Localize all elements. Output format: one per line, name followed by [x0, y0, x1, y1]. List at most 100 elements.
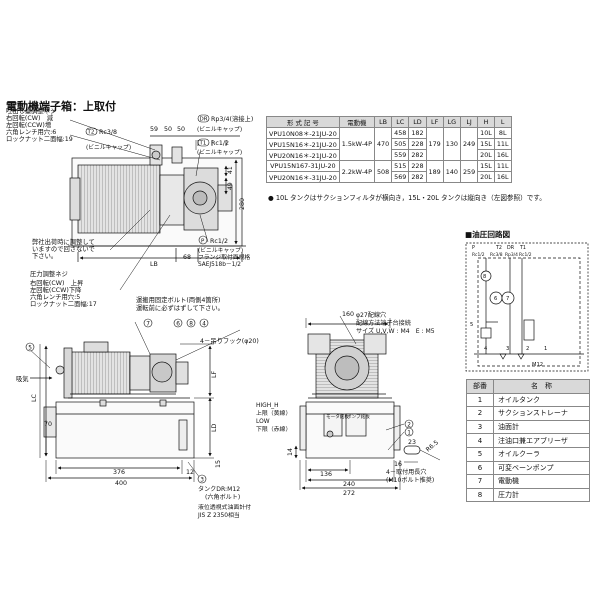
port-dr-label: DR Rp3/4(溶接上) (ビニルキャップ): [197, 114, 253, 133]
svg-text:6: 6: [176, 321, 180, 327]
svg-text:DR: DR: [200, 117, 208, 123]
pressure-screw-line3: 左回転(CCW)下降: [30, 285, 82, 294]
svg-text:Rp3/4: Rp3/4: [505, 252, 518, 258]
svg-text:(ビニルキャップ): (ビニルキャップ): [197, 148, 242, 156]
mount-line2: (M10ボルト推奨): [386, 476, 434, 484]
part-number: 5: [466, 446, 494, 462]
circuit-labels: P T2 DR T1 Rc1/2 Rc3/8 Rp3/4 Rc1/2 M12 8…: [470, 245, 547, 368]
lb-cell: 470: [373, 127, 393, 161]
lc-cell: 458: [391, 127, 410, 139]
svg-text:Rc1/2: Rc1/2: [211, 140, 229, 147]
ld-cell: 228: [408, 138, 427, 150]
svg-text:T1: T1: [519, 245, 526, 251]
l-cell: 16L: [493, 149, 512, 161]
motor-cell: 1.5kW-4P: [338, 127, 375, 161]
svg-text:Rc1/2: Rc1/2: [472, 252, 485, 258]
spec-header-row: 形 式 記 号 電動機 LB LC LD LF LG LJ H L: [266, 116, 512, 128]
pressure-screw-line4: 六角レンチ用穴:5: [30, 292, 80, 301]
hydraulic-circuit-title: ■油圧回路図: [465, 230, 511, 239]
model-cell: VPU10N08＊-21JU-20: [266, 127, 340, 139]
svg-text:4: 4: [202, 321, 206, 327]
table-row: VPU10N08＊-21JU-20 1.5kW-4P 470 458 182 1…: [266, 127, 512, 161]
lift-note-line1: 運搬用固定ボルト(両側4箇所): [136, 295, 220, 304]
svg-text:フランジ取付面規格: フランジ取付面規格: [198, 253, 250, 261]
model-cell: VPU15N167-31JU-20: [266, 160, 340, 172]
svg-text:P: P: [201, 238, 205, 244]
dim-15: 15: [215, 460, 222, 468]
spec-header: LJ: [459, 116, 479, 128]
svg-text:(ビニルキャップ): (ビニルキャップ): [197, 125, 242, 133]
pressure-screw-line5: ロックナット二面幅:17: [30, 299, 97, 308]
pressure-adj-line3: 左回転(CCW)増: [6, 120, 51, 129]
model-cell: VPU20N16＊-31JU-20: [266, 171, 340, 183]
h-cell: 15L: [477, 138, 495, 150]
svg-text:3: 3: [200, 477, 204, 483]
tank-note: ● 10L タンクはサクションフィルタが横向き，15L・20L タンクは縦向き（…: [268, 194, 546, 202]
svg-text:DR: DR: [507, 245, 515, 251]
conduit-line2: 配線方法端子台接続: [356, 319, 411, 327]
l-cell: 11L: [493, 138, 512, 150]
dim-41: 41: [227, 166, 234, 174]
port-p-label: P Rc1/2 (ビニルキャップ) フランジ取付面規格 SAEJ518b－1/2: [198, 235, 250, 268]
spec-header: LG: [442, 116, 461, 128]
lift-hook-label: 4－吊りフック(φ20): [200, 337, 259, 345]
part-number: 2: [466, 406, 494, 421]
part-number: 1: [466, 392, 494, 408]
svg-text:Rc1/2: Rc1/2: [210, 238, 228, 245]
pressure-adj-line1: 吐出し量調整ネジ: [6, 106, 56, 115]
ld-cell: 282: [408, 171, 427, 183]
ld-cell: 282: [408, 149, 427, 161]
svg-text:HIGH_H: HIGH_H: [256, 403, 279, 409]
dim-70: 70: [44, 421, 52, 428]
svg-text:(ビニルキャップ): (ビニルキャップ): [86, 143, 131, 151]
svg-text:Rc3/8: Rc3/8: [490, 252, 503, 258]
dim-280: 280: [239, 198, 246, 210]
dim-14: 14: [287, 448, 294, 456]
lb-cell: 508: [373, 160, 393, 183]
svg-text:1: 1: [407, 430, 411, 436]
lc-cell: 559: [391, 149, 410, 161]
lc-cell: 515: [391, 160, 410, 172]
l-cell: 11L: [493, 160, 512, 172]
part-name: 電動機: [493, 474, 590, 489]
level-labels: HIGH_H 上限（黄線） LOW 下限（赤線）: [256, 403, 291, 433]
lg-cell: 140: [442, 160, 461, 183]
svg-text:Rc1/2: Rc1/2: [519, 252, 532, 258]
ld-cell: 228: [408, 160, 427, 172]
r65-label: R6.5: [425, 439, 440, 453]
lg-cell: 130: [442, 127, 461, 161]
dim-240: 240: [343, 481, 355, 488]
spec-header: LB: [373, 116, 393, 128]
front-view: [27, 321, 241, 482]
parts-header: 名 称: [493, 379, 590, 394]
hydraulic-circuit: [465, 242, 589, 372]
spec-table: 形 式 記 号 電動機 LB LC LD LF LG LJ H L VPU10N…: [266, 116, 512, 183]
part-name: 油面計: [493, 419, 590, 435]
dim-lc: LC: [31, 393, 38, 402]
svg-text:8: 8: [189, 321, 193, 327]
std-line1: 液位透視式油面計付: [198, 503, 251, 511]
svg-text:T1: T1: [199, 141, 207, 147]
spec-header: 形 式 記 号: [266, 116, 340, 128]
table-row: VPU15N16＊-21JU-20 505 228 15L 11L: [266, 138, 512, 150]
motor-plate-label: モータ銘板: [326, 413, 349, 420]
side-view: [294, 315, 441, 490]
mount-line1: 4－取付用長穴: [386, 468, 426, 476]
part-name: オイルタンク: [493, 392, 590, 408]
svg-text:1: 1: [544, 346, 547, 352]
part-name: 可変ベーンポンプ: [493, 460, 590, 476]
parts-header-row: 部番 名 称: [466, 379, 590, 394]
svg-text:(ビニルキャップ): (ビニルキャップ): [198, 246, 243, 254]
top-view: [68, 119, 246, 291]
pressure-screw-line1: 圧力調整ネジ: [30, 269, 68, 278]
spec-header: L: [493, 116, 512, 128]
tank-dr-line2: (六角ボルト): [205, 493, 240, 501]
